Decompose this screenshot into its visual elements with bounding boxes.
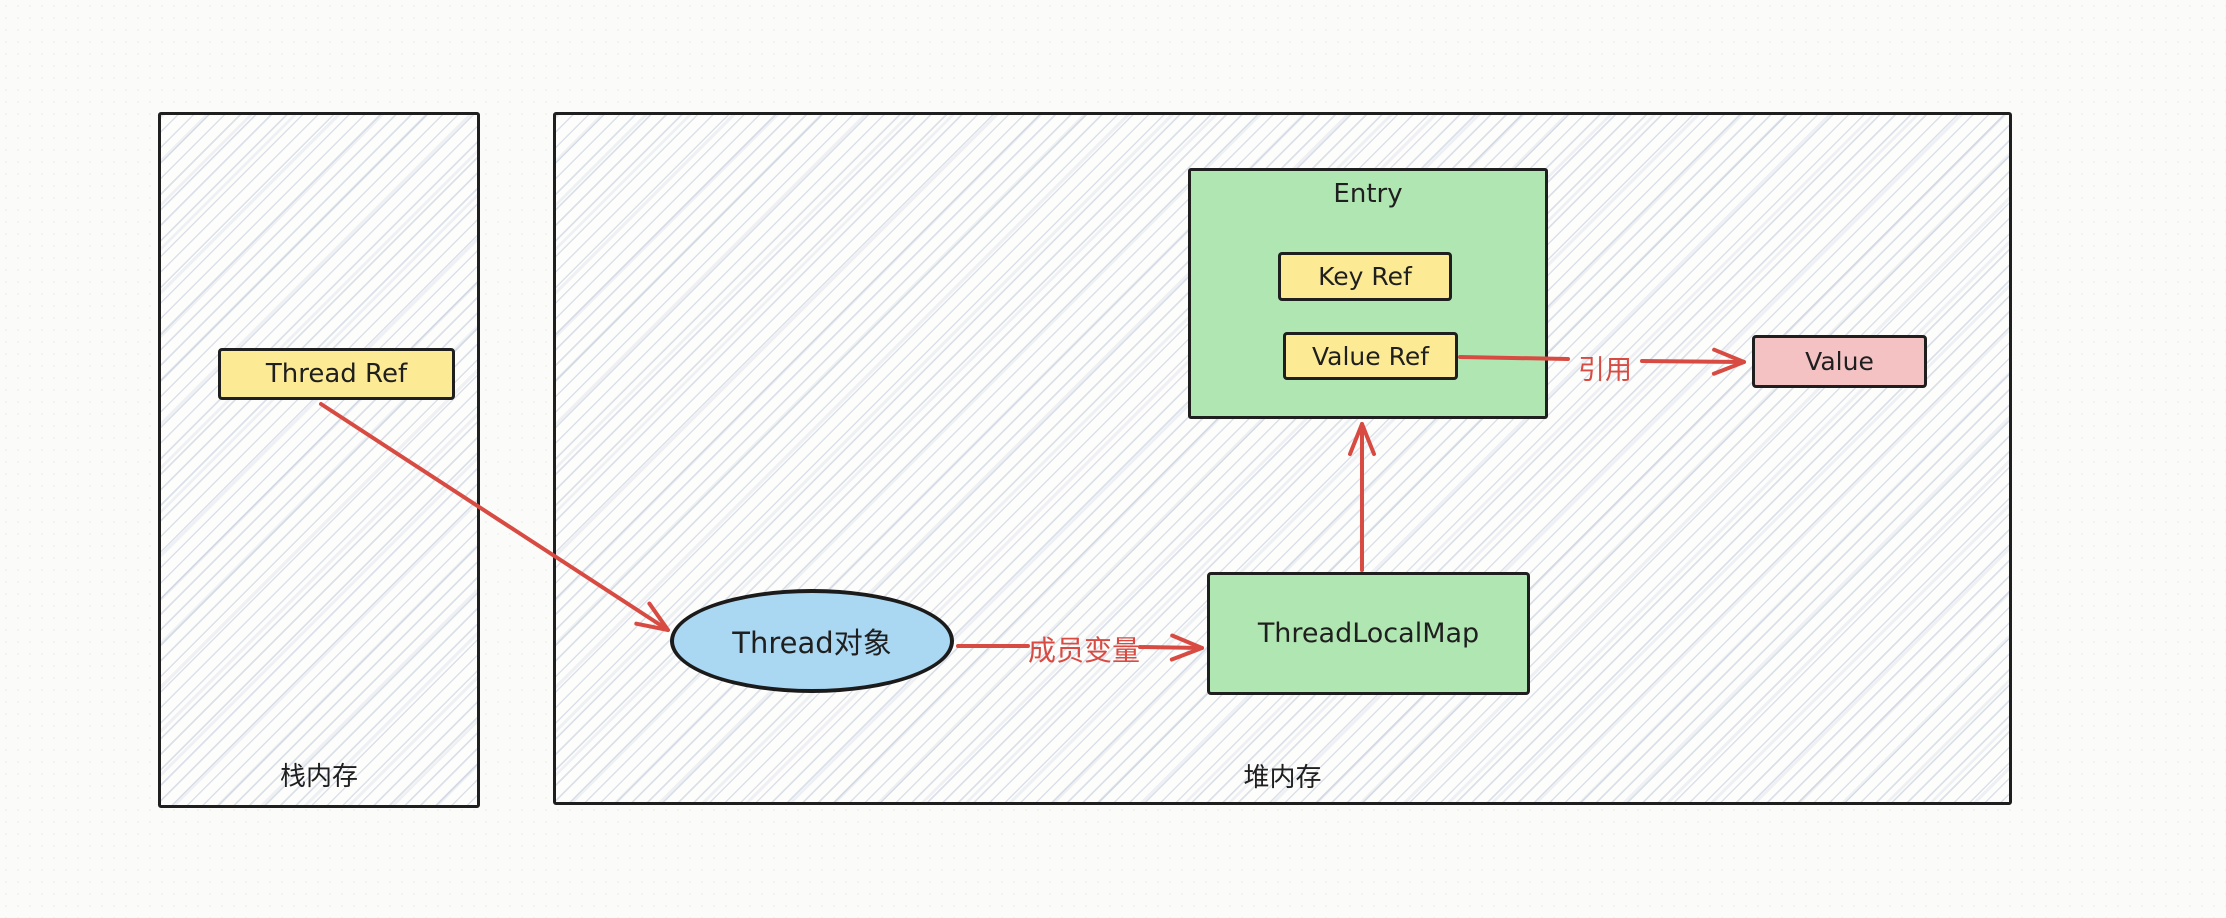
member-variable-edge-label: 成员变量 bbox=[1027, 634, 1140, 667]
thread-local-map-node: ThreadLocalMap bbox=[1207, 572, 1530, 695]
thread-ref-node: Thread Ref bbox=[218, 348, 455, 400]
reference-edge-label: 引用 bbox=[1578, 355, 1632, 386]
value-node: Value bbox=[1752, 335, 1927, 388]
thread-object-node: Thread对象 bbox=[670, 589, 954, 693]
key-ref-node: Key Ref bbox=[1278, 252, 1452, 301]
stack-memory-region: 栈内存 bbox=[158, 112, 480, 808]
thread-ref-label: Thread Ref bbox=[265, 359, 408, 389]
thread-object-label: Thread对象 bbox=[732, 626, 892, 660]
heap-memory-label: 堆内存 bbox=[1243, 763, 1322, 793]
value-label: Value bbox=[1805, 347, 1874, 376]
key-ref-label: Key Ref bbox=[1318, 262, 1412, 291]
value-ref-label: Value Ref bbox=[1311, 341, 1430, 371]
entry-label: Entry bbox=[1333, 179, 1403, 209]
value-ref-node: Value Ref bbox=[1283, 332, 1458, 380]
thread-local-map-label: ThreadLocalMap bbox=[1257, 618, 1480, 649]
stack-memory-label: 栈内存 bbox=[279, 762, 358, 792]
